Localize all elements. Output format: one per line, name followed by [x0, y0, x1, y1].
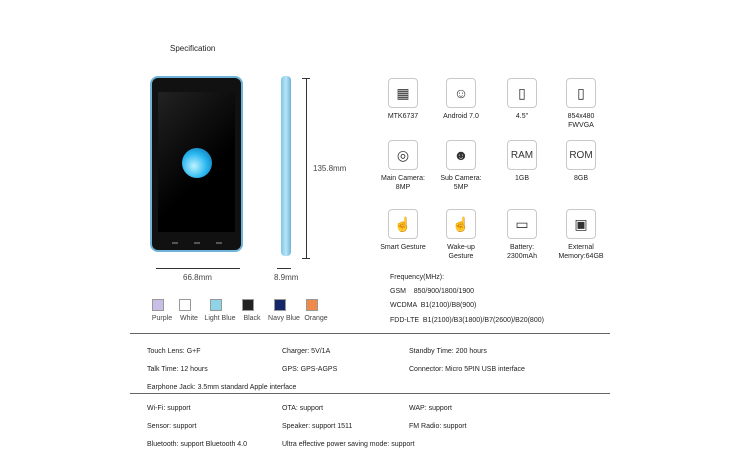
spec-row-item: Bluetooth: support Bluetooth 4.0 — [147, 441, 248, 448]
spec-label: Smart Gesture — [380, 244, 426, 251]
spec-row-item: OTA: support — [282, 405, 324, 412]
spec-row-item: Connector: Micro 5PIN USB interface — [409, 366, 525, 373]
battery-icon: ▭ — [507, 209, 537, 239]
page-title: Specification — [170, 44, 216, 53]
color-swatch-navy-blue — [274, 299, 286, 311]
spec-row-item: Wi-Fi: support — [147, 405, 191, 412]
spec-label: Main Camera: 8MP — [381, 175, 425, 191]
nav-home-icon — [194, 242, 200, 244]
color-label: Navy Blue — [268, 315, 300, 322]
spec-row-item: Sensor: support — [147, 423, 197, 430]
divider-2 — [130, 393, 610, 394]
color-swatch-black — [242, 299, 254, 311]
phone-screen — [158, 92, 235, 232]
color-swatch-white — [179, 299, 191, 311]
spec-row-item: FM Radio: support — [409, 423, 467, 430]
height-dimension-line — [306, 78, 307, 258]
frequency-heading: Frequency(MHz): — [390, 274, 445, 281]
spec-label: MTK6737 — [387, 113, 419, 120]
spec-row-item: Ultra effective power saving mode: suppo… — [282, 441, 415, 448]
spec-label: External Memory:64GB — [558, 244, 604, 260]
color-swatch-purple — [152, 299, 164, 311]
gesture-icon: ☝ — [388, 209, 418, 239]
spec-label: 8GB — [573, 175, 588, 182]
ram-icon: RAM — [507, 140, 537, 170]
spec-label: 1GB — [514, 175, 529, 182]
spec-label: Sub Camera: 5MP — [440, 175, 482, 191]
spec-label: 854x480 FWVGA — [567, 113, 595, 129]
spec-row-item: Touch Lens: G+F — [147, 348, 201, 355]
spec-row-item: Talk Time: 12 hours — [147, 366, 208, 373]
spec-label: Battery: 2300mAh — [507, 244, 537, 260]
spec-row-item: WAP: support — [409, 405, 452, 412]
color-label: Purple — [151, 315, 173, 322]
spec-row-item: Standby Time: 200 hours — [409, 348, 487, 355]
spec-label: 4.5" — [515, 113, 529, 120]
color-label: Black — [243, 315, 261, 322]
screen-icon: ▯ — [507, 78, 537, 108]
color-swatch-light-blue — [210, 299, 222, 311]
phone-front-image — [150, 76, 243, 252]
selfie-camera-icon: ☻ — [446, 140, 476, 170]
phone-side-image — [281, 76, 291, 256]
wakeup-gesture-icon: ☝ — [446, 209, 476, 239]
depth-dimension-line — [277, 268, 291, 269]
height-label: 135.8mm — [313, 164, 347, 173]
spec-row-item: Charger: 5V/1A — [282, 348, 331, 355]
spec-row-item: Speaker: support 1511 — [282, 423, 353, 430]
color-label: White — [180, 315, 198, 322]
freq-gsm: GSM 850/900/1800/1900 — [390, 288, 475, 295]
width-label: 66.8mm — [183, 273, 212, 282]
color-swatch-orange — [306, 299, 318, 311]
width-dimension-line — [156, 268, 240, 269]
chip-icon: ▦ — [388, 78, 418, 108]
freq-lte: FDD-LTE B1(2100)/B3(1800)/B7(2600)/B20(8… — [390, 317, 544, 324]
freq-wcdma: WCDMA B1(2100)/B8(900) — [390, 302, 477, 309]
divider-1 — [130, 333, 610, 334]
wallpaper-orb — [182, 148, 212, 178]
color-label: Light Blue — [204, 315, 236, 322]
camera-icon: ◎ — [388, 140, 418, 170]
spec-row-item: Earphone Jack: 3.5mm standard Apple inte… — [147, 384, 297, 391]
nav-back-icon — [172, 242, 178, 244]
nav-recent-icon — [216, 242, 222, 244]
resolution-icon: ▯ — [566, 78, 596, 108]
dim-tick-bottom — [302, 258, 310, 259]
depth-label: 8.9mm — [274, 273, 299, 282]
color-label: Orange — [304, 315, 328, 322]
spec-label: Wake-up Gesture — [447, 244, 475, 260]
sdcard-icon: ▣ — [566, 209, 596, 239]
rom-icon: ROM — [566, 140, 596, 170]
spec-label: Android 7.0 — [443, 113, 479, 120]
spec-row-item: GPS: GPS-AGPS — [282, 366, 338, 373]
android-icon: ☺ — [446, 78, 476, 108]
